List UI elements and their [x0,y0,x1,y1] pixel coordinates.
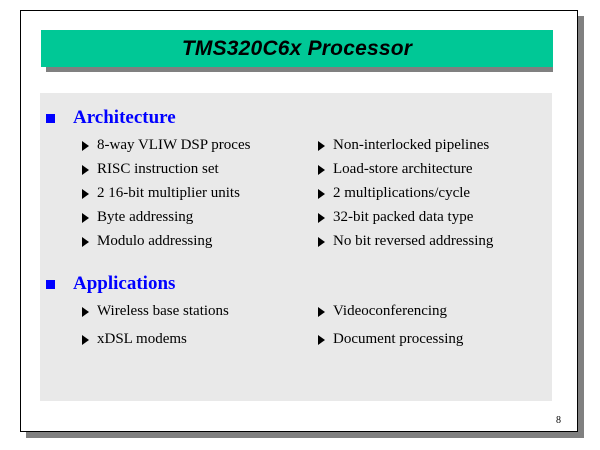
list-item: 2 16-bit multiplier units [82,183,310,207]
section-applications-title: Applications [73,273,176,294]
list-item-label: 8-way VLIW DSP proces [97,137,251,153]
triangle-bullet-icon [318,189,325,199]
list-item-label: Byte addressing [97,209,194,225]
architecture-right-column: Non-interlocked pipelines Load-store arc… [318,135,552,255]
square-bullet-icon [46,113,55,123]
triangle-bullet-icon [82,165,89,175]
list-item: Videoconferencing [318,301,552,329]
triangle-bullet-icon [318,307,325,317]
list-item: Document processing [318,329,552,357]
list-item-label: Document processing [333,331,464,347]
applications-left-column: Wireless base stations xDSL modems [82,301,310,357]
section-architecture-columns: 8-way VLIW DSP proces RISC instruction s… [40,135,552,259]
list-item: Modulo addressing [82,231,310,255]
list-item: 2 multiplications/cycle [318,183,552,207]
triangle-bullet-icon [82,237,89,247]
section-architecture-header: Architecture [40,107,552,129]
list-item-label: Videoconferencing [333,303,448,319]
section-applications: Applications Wireless base stations xDSL… [40,273,552,361]
list-item-label: 2 16-bit multiplier units [97,185,240,201]
list-item-label: xDSL modems [97,331,187,347]
list-item: No bit reversed addressing [318,231,552,255]
list-item-label: No bit reversed addressing [333,233,494,249]
triangle-bullet-icon [318,165,325,175]
section-applications-header: Applications [40,273,552,295]
triangle-bullet-icon [318,237,325,247]
list-item-label: 2 multiplications/cycle [333,185,471,201]
section-architecture-title: Architecture [73,107,176,128]
list-item-label: 32-bit packed data type [333,209,474,225]
triangle-bullet-icon [82,335,89,345]
triangle-bullet-icon [82,141,89,151]
list-item: Load-store architecture [318,159,552,183]
triangle-bullet-icon [318,335,325,345]
page-number: 8 [556,415,561,426]
triangle-bullet-icon [318,141,325,151]
section-applications-columns: Wireless base stations xDSL modems Video… [40,301,552,361]
triangle-bullet-icon [82,213,89,223]
list-item-label: Modulo addressing [97,233,213,249]
triangle-bullet-icon [318,213,325,223]
list-item: RISC instruction set [82,159,310,183]
architecture-left-column: 8-way VLIW DSP proces RISC instruction s… [82,135,310,255]
square-bullet-icon [46,279,55,289]
title-banner: TMS320C6x Processor [41,30,553,67]
list-item: 8-way VLIW DSP proces [82,135,310,159]
triangle-bullet-icon [82,307,89,317]
section-architecture: Architecture 8-way VLIW DSP proces RISC … [40,107,552,259]
list-item: Non-interlocked pipelines [318,135,552,159]
applications-right-column: Videoconferencing Document processing [318,301,552,357]
list-item: 32-bit packed data type [318,207,552,231]
list-item-label: Load-store architecture [333,161,473,177]
triangle-bullet-icon [82,189,89,199]
list-item: Byte addressing [82,207,310,231]
content-panel: Architecture 8-way VLIW DSP proces RISC … [40,93,552,401]
list-item: xDSL modems [82,329,310,357]
slide-title: TMS320C6x Processor [181,36,413,60]
list-item-label: Non-interlocked pipelines [333,137,490,153]
list-item-label: Wireless base stations [97,303,229,319]
list-item: Wireless base stations [82,301,310,329]
list-item-label: RISC instruction set [97,161,219,177]
